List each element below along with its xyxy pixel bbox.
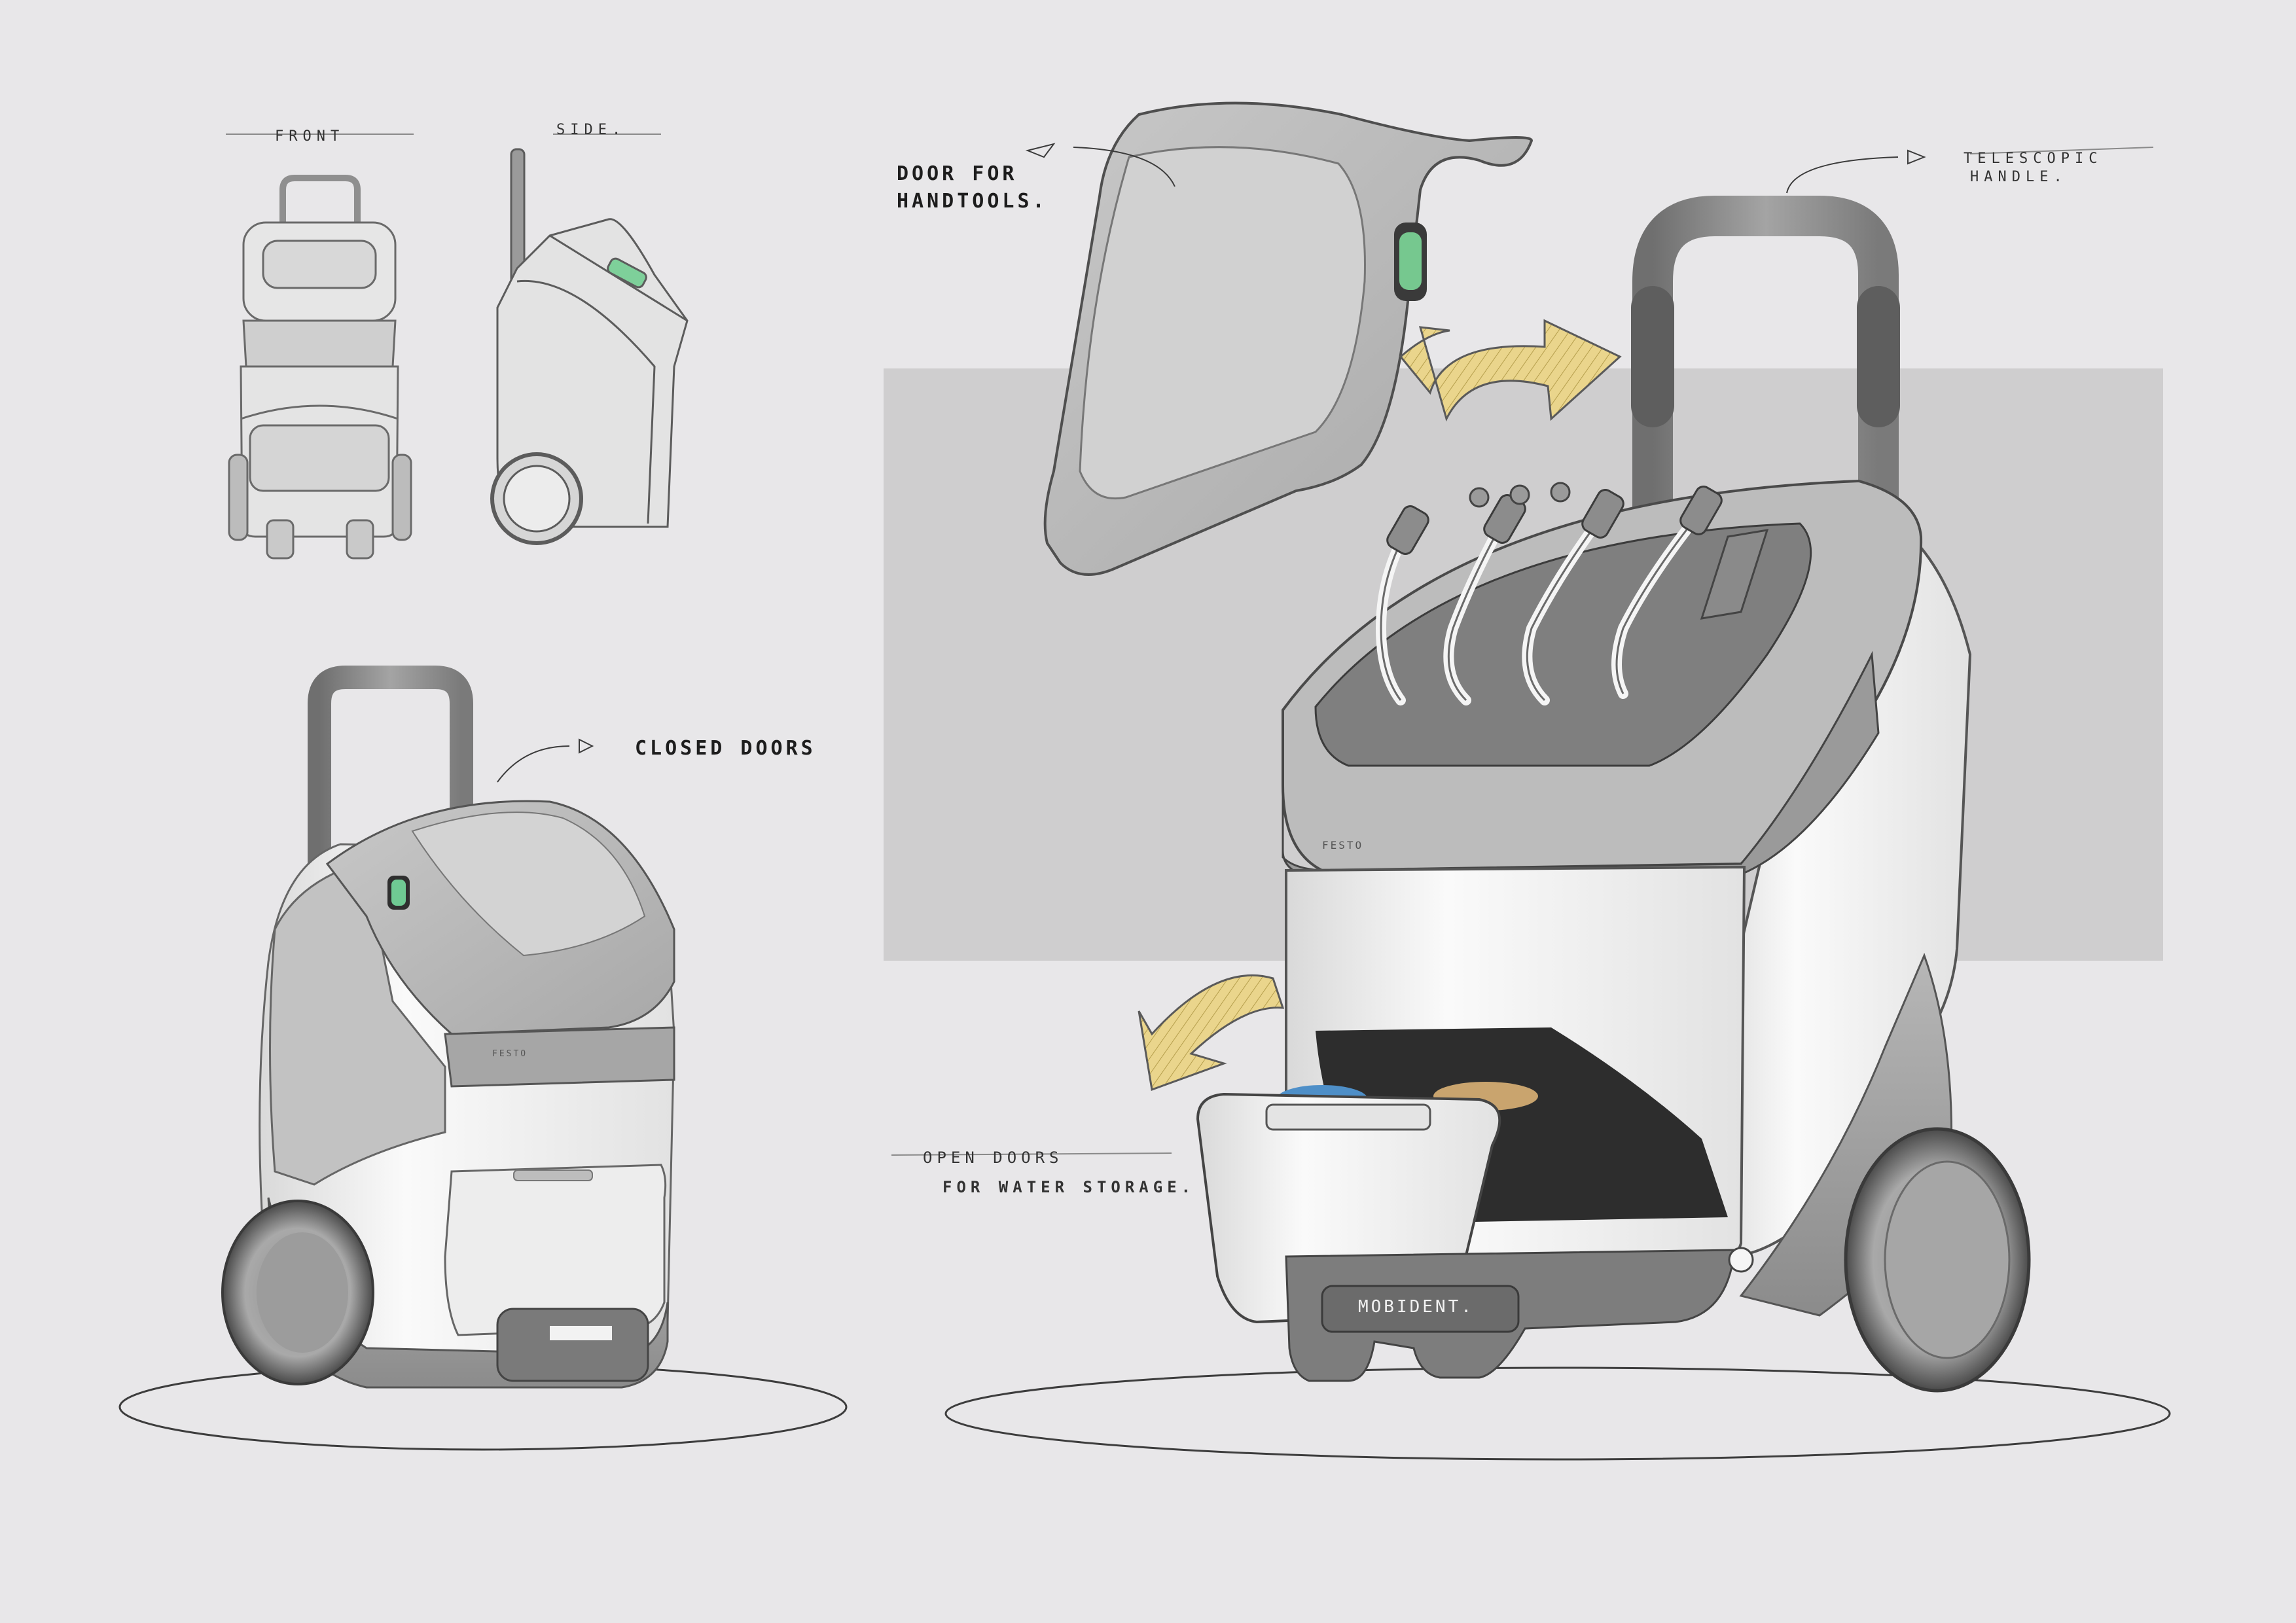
open-doors-label-line2: FOR WATER STORAGE. [942, 1178, 1196, 1196]
door-label-line2: HANDTOOLS. [897, 190, 1048, 213]
closed-doors-label: CLOSED DOORS [635, 737, 816, 760]
open-doors-label-line1: OPEN DOORS [923, 1149, 1064, 1167]
front-view-label: FRONT [275, 128, 345, 145]
open-cart-sketch [891, 147, 2171, 1461]
closed-cart-sketch [118, 666, 848, 1451]
brand-mark-large: FESTO [1322, 839, 1364, 851]
side-view-label: SIDE. [556, 122, 626, 138]
door-label-line1: DOOR FOR [897, 162, 1018, 185]
handle-label-line1: TELESCOPIC [1964, 151, 2103, 167]
mobident-logo: MOBIDENT. [1358, 1297, 1474, 1317]
arrow-down-icon [1138, 974, 1285, 1092]
side-view-sketch [490, 134, 689, 545]
handle-label-line2: HANDLE. [1970, 169, 2068, 185]
front-view-sketch [226, 134, 414, 560]
arrow-up-icon [1399, 319, 1622, 422]
brand-mark-small: FESTO [492, 1049, 528, 1059]
floating-door-sketch [1025, 101, 1534, 576]
